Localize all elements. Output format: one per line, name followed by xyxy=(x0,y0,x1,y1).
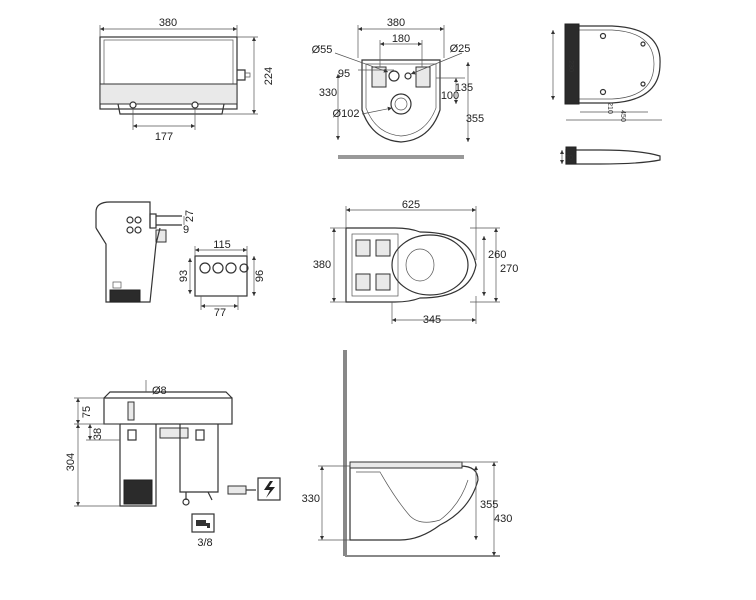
panel-height-left-label: 93 xyxy=(178,270,190,282)
frame-h1-label: 75 xyxy=(81,406,93,418)
frame-inlet-label: 3/8 xyxy=(197,537,212,549)
pan-offset-left-label: 95 xyxy=(338,68,350,80)
panel-width-label: 115 xyxy=(213,239,231,251)
panel-height-right-label: 96 xyxy=(254,270,266,282)
side-rim-height-label: 355 xyxy=(480,499,498,511)
plan-length-label: 625 xyxy=(402,199,420,211)
seat-top-view xyxy=(550,23,662,165)
plan-seat-width-label: 260 xyxy=(488,249,506,261)
pan-back-view xyxy=(334,25,471,159)
plan-outer-width-label: 270 xyxy=(500,263,518,275)
plan-width-label: 380 xyxy=(313,259,331,271)
pan-top-spacing-label: 180 xyxy=(392,33,410,45)
frame-h2-label: 38 xyxy=(92,428,104,440)
side-total-height-label: 430 xyxy=(494,513,512,525)
cistern-height-label: 224 xyxy=(263,67,275,85)
plan-base-label: 345 xyxy=(423,314,441,326)
seat-d3-label: 450 xyxy=(619,110,626,122)
pan-plan-view xyxy=(330,206,500,324)
pan-height-left-label: 330 xyxy=(319,87,337,99)
pan-hole-small-label: Ø25 xyxy=(450,43,471,55)
water-tap-icon xyxy=(191,513,215,533)
frame-side-view xyxy=(74,380,256,507)
frame-total-label: 304 xyxy=(65,453,77,471)
cistern-spacing-label: 177 xyxy=(155,131,173,143)
pan-inner-label: 100 xyxy=(441,90,459,102)
seat-d2-label: 210 xyxy=(606,102,613,114)
seat-d1-label: 230 xyxy=(567,60,574,72)
side-wall-height-label: 330 xyxy=(302,493,320,505)
electric-bolt-icon xyxy=(257,477,281,501)
frame-pipe-label: Ø8 xyxy=(152,385,167,397)
pan-width-label: 380 xyxy=(387,17,405,29)
pan-height-right-label: 355 xyxy=(466,113,484,125)
pan-offset-right-label: 135 xyxy=(455,82,473,94)
cistern-side-view xyxy=(95,201,185,303)
cistern-side-depth-label: 9 xyxy=(183,224,189,236)
pan-hole-large-label: Ø55 xyxy=(312,44,333,56)
cistern-width-label: 380 xyxy=(159,17,177,29)
panel-bottom-label: 77 xyxy=(214,307,226,319)
cistern-side-top-label: 27 xyxy=(184,210,196,222)
button-panel-view xyxy=(187,246,257,310)
pan-side-view xyxy=(318,350,500,557)
pan-drain-label: Ø102 xyxy=(333,108,360,120)
seat-height-label: 70 xyxy=(565,155,573,162)
cistern-front-view xyxy=(99,25,258,130)
